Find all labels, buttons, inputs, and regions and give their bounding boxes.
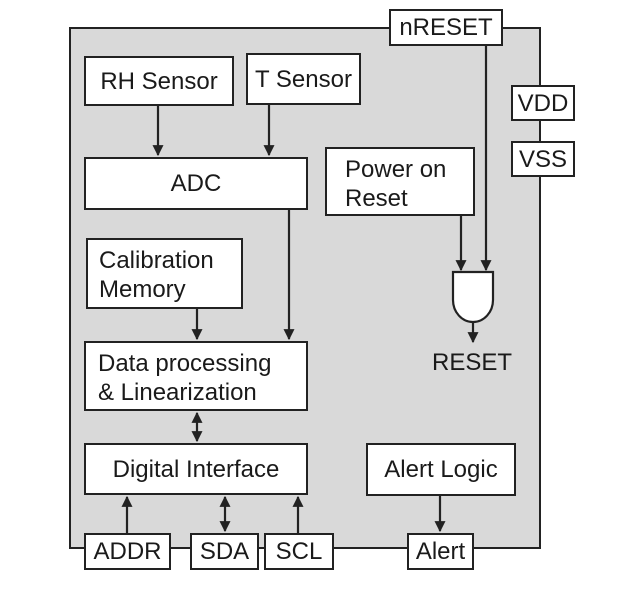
- reset-signal-label: RESET: [432, 349, 513, 376]
- scl-pin: SCL: [264, 533, 334, 570]
- nreset-pin: nRESET: [389, 9, 503, 46]
- sda-pin: SDA: [190, 533, 259, 570]
- rh-sensor-block: RH Sensor: [84, 56, 234, 106]
- addr-pin: ADDR: [84, 533, 171, 570]
- and-gate: [451, 270, 495, 324]
- data-processing-block: Data processing & Linearization: [84, 341, 308, 411]
- alert-pin: Alert: [407, 533, 474, 570]
- vdd-pin: VDD: [511, 85, 575, 121]
- vss-pin: VSS: [511, 141, 575, 177]
- adc-block: ADC: [84, 157, 308, 210]
- t-sensor-block: T Sensor: [246, 53, 361, 105]
- power-on-reset-block: Power on Reset: [325, 147, 475, 216]
- alert-logic-block: Alert Logic: [366, 443, 516, 496]
- digital-interface-block: Digital Interface: [84, 443, 308, 495]
- calibration-memory-block: Calibration Memory: [86, 238, 243, 309]
